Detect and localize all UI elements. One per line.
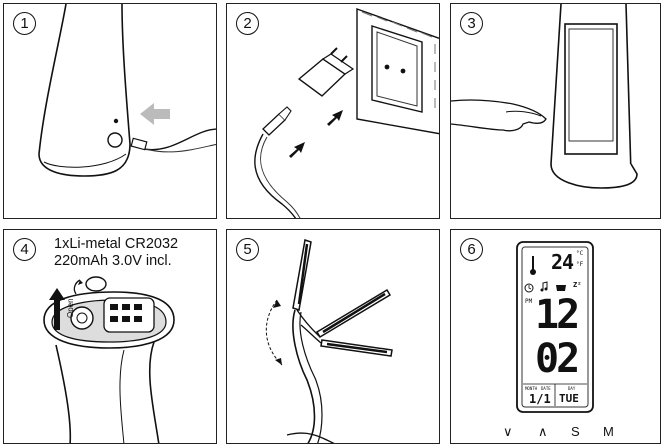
lcd-temperature: 24 bbox=[551, 250, 573, 274]
step-2-panel: 2 bbox=[226, 3, 440, 219]
lcd-day-value: TUE bbox=[559, 392, 579, 405]
step-number-2: 2 bbox=[236, 12, 259, 35]
battery-spec-line-1: 1xLi-metal CR2032 bbox=[54, 236, 178, 253]
set-button-label[interactable]: S bbox=[571, 424, 580, 439]
step-number-3: 3 bbox=[460, 12, 483, 35]
lcd-temp-unit-c: °C bbox=[576, 250, 583, 257]
lamp-usb-illustration bbox=[4, 4, 217, 219]
step-1-panel: 1 bbox=[3, 3, 217, 219]
battery-spec-line-2: 220mAh 3.0V incl. bbox=[54, 253, 178, 270]
adapter-socket-illustration bbox=[227, 4, 440, 219]
mode-button-label[interactable]: M bbox=[603, 424, 614, 439]
step-number-1: 1 bbox=[13, 12, 36, 35]
step-3-panel: 3 bbox=[450, 3, 661, 219]
step-number-4: 4 bbox=[13, 238, 36, 261]
open-label: Open bbox=[66, 298, 75, 318]
battery-spec-text: 1xLi-metal CR2032 220mAh 3.0V incl. bbox=[54, 236, 178, 270]
lcd-day-label: DAY bbox=[568, 386, 575, 391]
step-4-panel: 4 1xLi-metal CR2032 220mAh 3.0V incl. Op… bbox=[3, 229, 217, 444]
up-button-label[interactable]: ∧ bbox=[538, 424, 548, 440]
step-6-panel: 6 24 °C °F Z² PM 12 02 MONTH DATE DAY 1/… bbox=[450, 229, 661, 444]
step-number-5: 5 bbox=[236, 238, 259, 261]
step-number-6: 6 bbox=[460, 238, 483, 261]
lcd-minute: 02 bbox=[535, 336, 577, 382]
touch-display-illustration bbox=[451, 4, 661, 219]
lcd-date-value: 1/1 bbox=[529, 392, 551, 406]
lamp-arm-illustration bbox=[227, 230, 440, 444]
down-button-label[interactable]: ∨ bbox=[503, 424, 513, 440]
lcd-temp-unit-f: °F bbox=[576, 261, 583, 268]
lcd-alarm-z: Z² bbox=[573, 281, 581, 289]
lcd-month-label: MONTH bbox=[525, 386, 537, 391]
step-5-panel: 5 bbox=[226, 229, 440, 444]
lcd-date-label: DATE bbox=[541, 386, 551, 391]
lcd-hour: 12 bbox=[535, 292, 577, 338]
lcd-pm: PM bbox=[525, 298, 532, 305]
